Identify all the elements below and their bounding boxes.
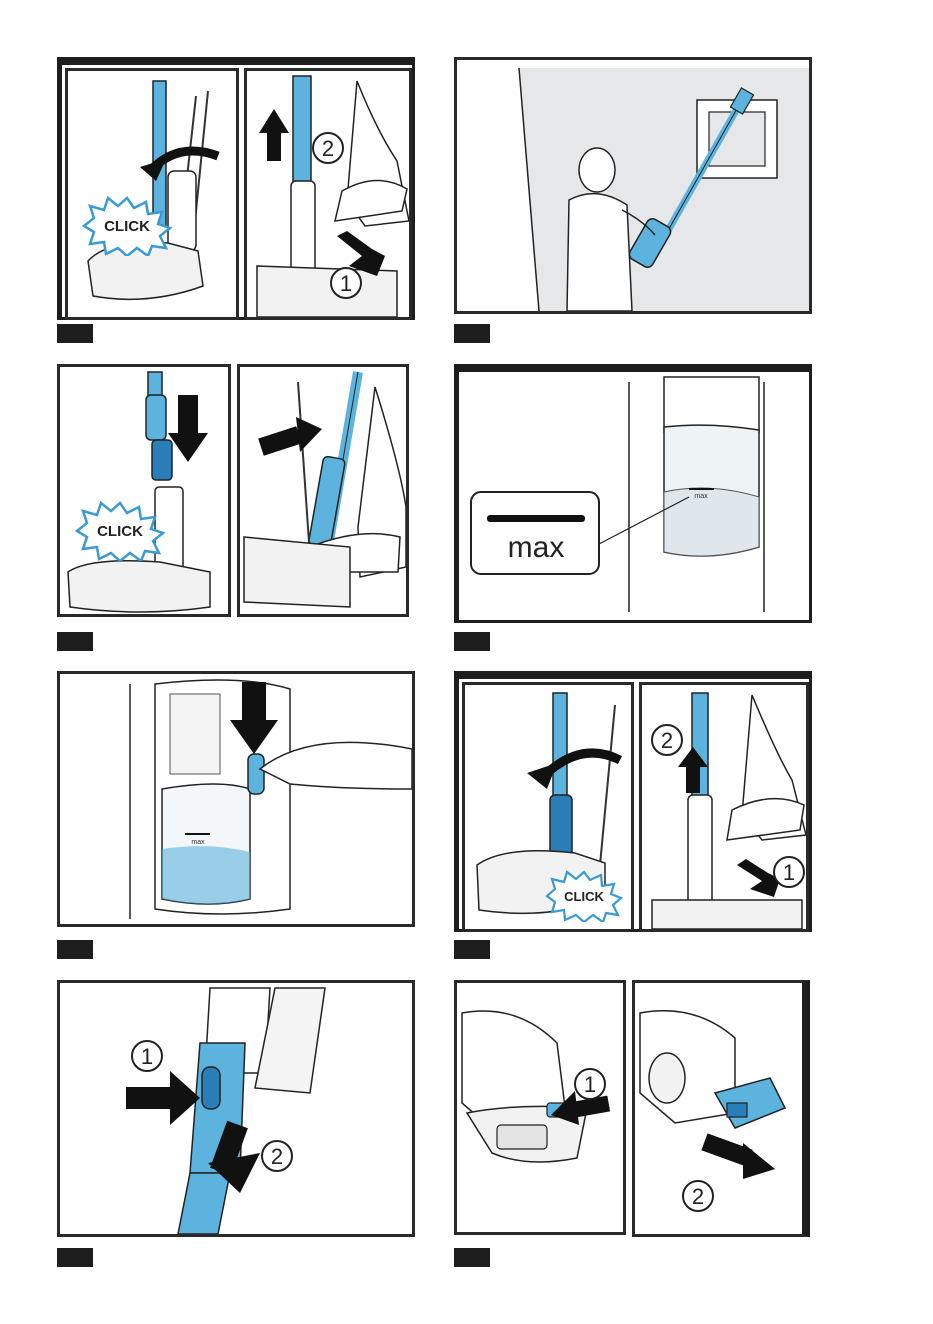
- step-number-circle-icon: 2: [260, 1139, 294, 1173]
- max-callout-label: max: [508, 531, 565, 564]
- illustration-panel-insert-tube: CLICK: [57, 364, 413, 617]
- illustration-panel-max-level: max max: [454, 364, 812, 623]
- step-number-2: 2: [271, 1144, 283, 1169]
- container-release-illustration: max: [60, 674, 412, 924]
- max-mark-small: max: [694, 493, 708, 500]
- step-number-1: 1: [783, 860, 795, 885]
- step-number-circle-icon: 2: [650, 723, 684, 757]
- step-number-circle-icon: 1: [573, 1067, 607, 1101]
- push-arrow-icon: [258, 426, 302, 455]
- sub-panel-pushed-in: [237, 364, 409, 617]
- push-arrow-icon: [686, 765, 700, 793]
- step-number-circle-icon: 1: [130, 1039, 164, 1073]
- nozzle-pull-off-illustration: [635, 983, 801, 1232]
- reattach-lift-illustration: [642, 685, 806, 929]
- click-label: CLICK: [564, 889, 604, 904]
- step-number-1: 1: [141, 1044, 153, 1069]
- click-label: CLICK: [104, 218, 150, 235]
- vacuum-fold-illustration: [68, 71, 236, 317]
- max-mark-small: max: [191, 839, 205, 846]
- step-number-tab: [57, 940, 93, 959]
- wall-cleaning-illustration: [457, 60, 809, 311]
- step-number-2: 2: [692, 1184, 704, 1209]
- step-number-2: 2: [661, 728, 673, 753]
- step-number-1: 1: [340, 271, 352, 296]
- step-number-tab: [57, 324, 93, 343]
- vacuum-release-illustration: [247, 71, 409, 317]
- step-number-circle-icon: 2: [311, 131, 345, 165]
- insert-tube-illustration: [60, 367, 228, 614]
- step-number-tab: [454, 940, 490, 959]
- step-number-circle-icon: 1: [329, 266, 363, 300]
- handheld-release-illustration: [457, 983, 623, 1232]
- step-number-tab: [454, 324, 490, 343]
- step-number-tab: [57, 632, 93, 651]
- illustration-panel-handheld-wall: [454, 57, 812, 314]
- sub-panel-pull-off: 2: [632, 980, 810, 1237]
- illustration-panel-detach-tube: 1 2: [57, 980, 415, 1237]
- click-burst-icon: CLICK: [82, 196, 172, 256]
- click-label: CLICK: [97, 523, 143, 540]
- step-number-circle-icon: 1: [772, 855, 806, 889]
- push-arrow-icon: [178, 395, 198, 435]
- illustration-panel-reattach: CLICK 2 1: [454, 671, 812, 932]
- step-number-2: 2: [322, 136, 334, 161]
- sub-panel-rotate-click: CLICK: [65, 68, 239, 320]
- tube-inserted-illustration: [240, 367, 406, 614]
- push-arrow-icon: [242, 682, 266, 722]
- step-number-1: 1: [584, 1072, 596, 1097]
- dust-container-max-illustration: max max: [459, 372, 809, 620]
- sub-panel-insert-click: CLICK: [57, 364, 231, 617]
- push-arrow-icon: [267, 131, 281, 161]
- sub-panel-press-release: 1: [454, 980, 626, 1235]
- step-number-tab: [454, 1248, 490, 1267]
- sub-panel-lift-release: 2 1: [244, 68, 412, 320]
- step-number-tab: [57, 1248, 93, 1267]
- click-burst-icon: CLICK: [545, 870, 623, 922]
- sub-panel-lift-release-2: 2 1: [639, 682, 809, 932]
- sub-panel-rotate-click-2: CLICK: [462, 682, 634, 932]
- illustration-panel-remove-nozzle: 1 2: [454, 980, 812, 1237]
- click-burst-icon: CLICK: [74, 501, 166, 561]
- illustration-panel-attach-tube: CLICK 2 1: [57, 57, 415, 320]
- illustration-panel-release-container: max: [57, 671, 415, 927]
- step-number-circle-icon: 2: [681, 1179, 715, 1213]
- tube-detach-illustration: [60, 983, 412, 1234]
- step-number-tab: [454, 632, 490, 651]
